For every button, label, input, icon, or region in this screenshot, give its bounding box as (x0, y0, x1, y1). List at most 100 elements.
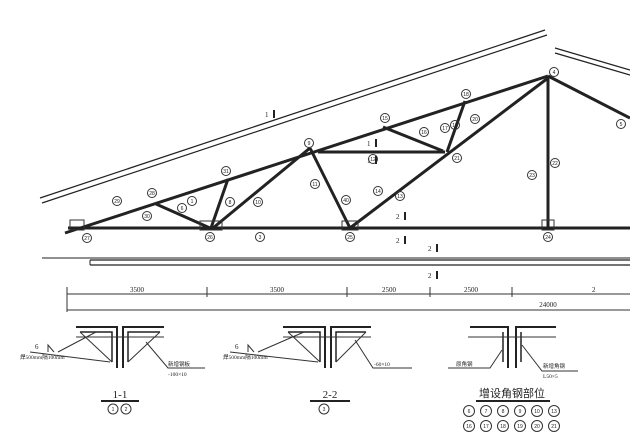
top-chord (64, 74, 549, 235)
member-number-circle (142, 211, 152, 221)
member-number-circle (616, 119, 626, 129)
member-number-circle (548, 420, 560, 432)
member-number-circle (253, 197, 263, 207)
member-number-circle (440, 123, 450, 133)
member-number-circle (497, 405, 509, 417)
member-number: 22 (552, 161, 558, 167)
member-number: 15 (382, 116, 388, 122)
member-number-circle (480, 420, 492, 432)
member-number-circle (221, 166, 231, 176)
member-number-circle (531, 405, 543, 417)
member-number-circle (550, 158, 560, 168)
section-mark: 2 (396, 213, 400, 221)
section-mark: 1 (367, 140, 371, 148)
member-number-circle (341, 195, 351, 205)
tie-rod (42, 257, 630, 266)
member-number: 31 (223, 169, 229, 175)
member-number-circle (470, 114, 480, 124)
member-number: 19 (517, 424, 523, 430)
member-number: 17 (442, 126, 448, 132)
member-number: 6 (468, 409, 471, 415)
member-number-circle (549, 67, 559, 77)
svg-text:L50×5: L50×5 (543, 374, 558, 380)
member-number: 24 (545, 235, 551, 241)
member-number: 18 (500, 424, 506, 430)
dimension-label: 3500 (270, 286, 285, 294)
member-number-circle (225, 197, 235, 207)
member-number-circle (147, 188, 157, 198)
member-number-circle (497, 420, 509, 432)
member-number-circle (461, 89, 471, 99)
section-title: 增设角钢部位 (479, 386, 545, 400)
svg-text:2: 2 (125, 407, 128, 413)
member-number: 10 (255, 200, 261, 206)
member-number-circle (380, 113, 390, 123)
total-span-label: 24000 (539, 301, 557, 309)
member-number-circle (450, 120, 460, 130)
member-number: 8 (229, 200, 232, 206)
member-number-circle (395, 191, 405, 201)
member-number: 28 (149, 191, 155, 197)
section-mark: 2 (428, 272, 432, 280)
member-number: 40 (343, 198, 349, 204)
member-number: 3 (259, 235, 262, 241)
section-2-2: 6 焊500mm隔100mm -60×10 2-2 3 (223, 326, 412, 415)
svg-text:原角钢: 原角钢 (456, 360, 473, 368)
svg-text:新增钢板: 新增钢板 (168, 360, 191, 368)
member-number-circle (514, 420, 526, 432)
member-number: 29 (114, 199, 120, 205)
member-number: 25 (347, 235, 353, 241)
member-number: 23 (529, 173, 535, 179)
member-number-circle (527, 170, 537, 180)
member-number: 4 (553, 70, 556, 76)
weld-note: 焊500mm隔100mm (20, 353, 65, 361)
dimension-label: 2500 (382, 286, 397, 294)
member-number-circle (480, 405, 492, 417)
section-title: 1-1 (113, 389, 128, 401)
member-number-circle (373, 186, 383, 196)
member-number: 7 (485, 409, 488, 415)
section-marks: 1 1 1 2 2 2 2 (265, 110, 438, 280)
member-number-circle (255, 232, 265, 242)
member-number-circle (310, 179, 320, 189)
roof-purlin (39, 29, 630, 204)
member-number: 6 (181, 206, 184, 212)
member-number: 12 (370, 157, 376, 163)
dimension-lines: 3500 3500 2500 2500 2 24000 (66, 286, 630, 312)
member-number-circle (463, 405, 475, 417)
dimension-label: 3500 (130, 286, 145, 294)
member-number: 20 (534, 424, 540, 430)
svg-text:3: 3 (323, 407, 326, 413)
member-number-circle (543, 232, 553, 242)
member-number: 16 (466, 424, 472, 430)
member-number: 10 (534, 409, 540, 415)
svg-text:-60×10: -60×10 (374, 362, 390, 368)
member-number-circle (531, 420, 543, 432)
member-number: 9 (308, 141, 311, 147)
section-mark: 2 (396, 237, 400, 245)
member-number: 16 (421, 130, 427, 136)
member-number-circle (452, 153, 462, 163)
member-number: 21 (454, 156, 460, 162)
section-mark: 2 (428, 245, 432, 253)
member-number: 11 (312, 182, 317, 188)
member-number: 18 (463, 92, 469, 98)
member-number: 14 (375, 189, 381, 195)
section-1-1: 6 焊500mm隔100mm 新增钢板 -100×10 1-1 1 2 (20, 326, 205, 415)
member-number-circle (419, 127, 429, 137)
member-number: 13 (551, 409, 557, 415)
truss (64, 74, 630, 235)
weld-note: 焊500mm隔100mm (223, 353, 268, 361)
section-mark: 1 (265, 111, 269, 119)
dimension-label: 2 (592, 286, 596, 294)
member-number-circle (548, 405, 560, 417)
member-number-circle (514, 405, 526, 417)
svg-text:-100×10: -100×10 (168, 372, 187, 378)
svg-text:1: 1 (112, 407, 115, 413)
member-number-circle (368, 154, 378, 164)
member-number: 19 (452, 123, 458, 129)
member-number: 1 (191, 199, 194, 205)
member-number-circle (304, 138, 314, 148)
